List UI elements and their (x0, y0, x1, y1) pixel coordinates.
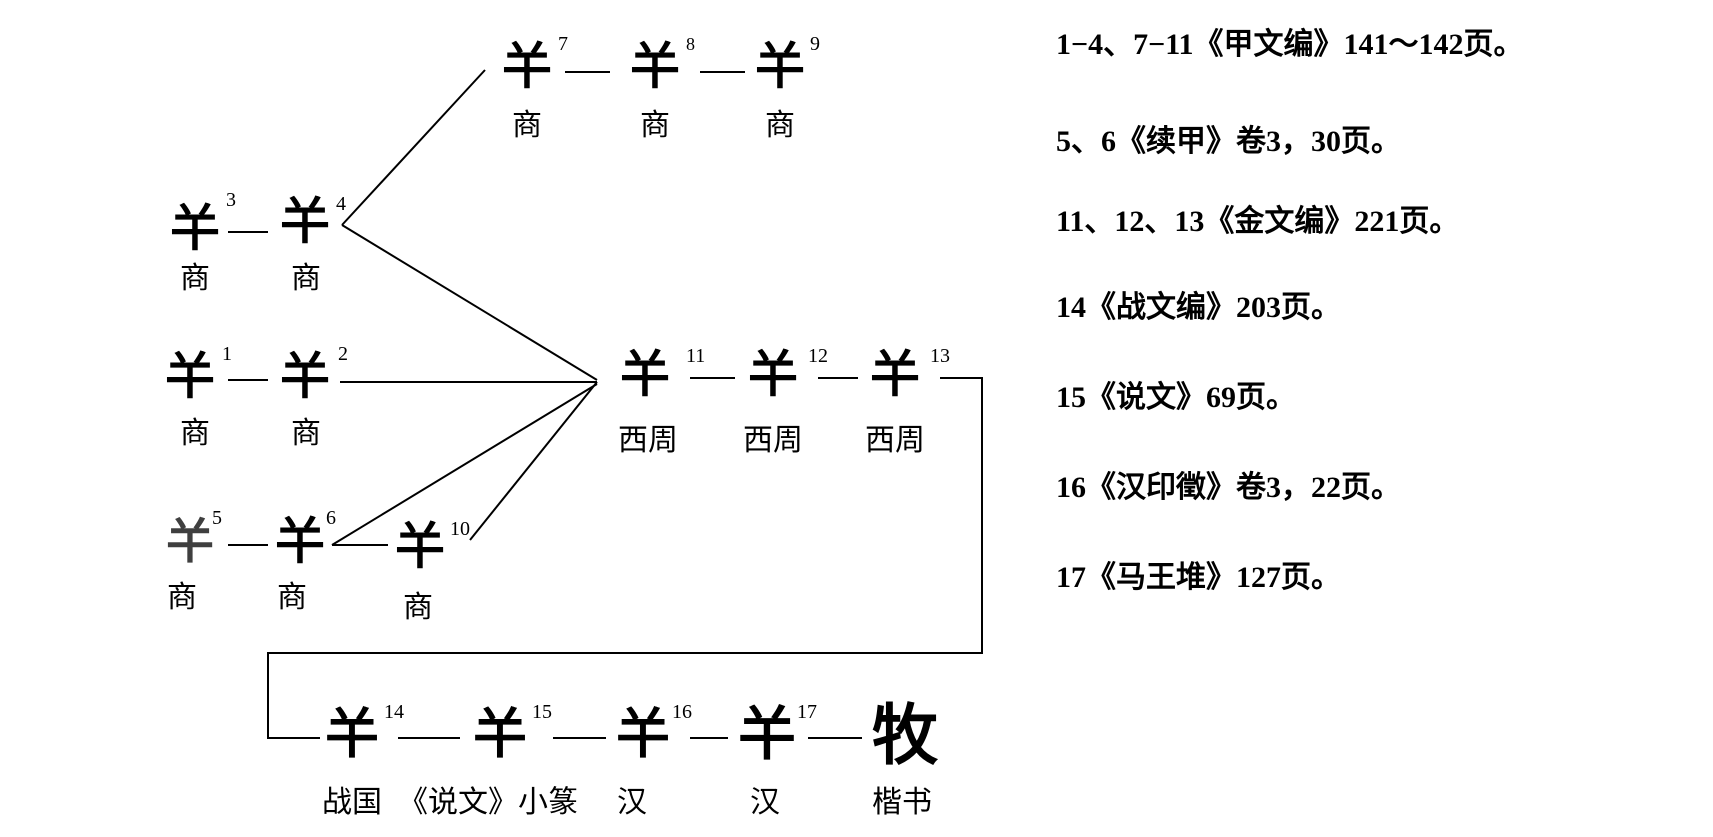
num-10: 10 (450, 518, 470, 540)
num-14: 14 (384, 701, 404, 723)
period-7: 商 (512, 108, 542, 143)
glyph-13: 𢆉 (870, 346, 920, 404)
period-2: 商 (291, 416, 321, 451)
glyph-6: 𢆉 (275, 513, 325, 571)
glyph-9: 𢆉 (755, 38, 805, 96)
connector-lines (228, 69, 983, 739)
node-15: 𢆉 15 《说文》小篆 (398, 701, 578, 820)
num-15: 15 (532, 701, 552, 723)
glyph-15: 𢆉 (473, 703, 527, 766)
glyph-1: 𢆉 (165, 348, 215, 406)
period-9: 商 (765, 108, 795, 143)
legend-line-2: 5、6《续甲》卷3，30页。 (1056, 125, 1401, 158)
period-15: 《说文》小篆 (398, 785, 578, 820)
node-17: 𢆉 17 汉 (738, 700, 817, 820)
legend-line-7: 17《马王堆》127页。 (1056, 561, 1341, 594)
glyph-5: 𢆉 (166, 514, 214, 570)
node-1: 𢆉 1 商 (165, 343, 232, 451)
period-8: 商 (640, 108, 670, 143)
node-3: 𢆉 3 商 (170, 189, 236, 296)
num-4: 4 (336, 193, 346, 215)
num-13: 13 (930, 345, 950, 367)
node-9: 𢆉 9 商 (755, 33, 820, 143)
glyph-17: 𢆉 (738, 700, 796, 768)
num-5: 5 (212, 507, 222, 529)
period-4: 商 (291, 261, 321, 296)
period-5: 商 (167, 580, 197, 615)
node-7: 𢆉 7 商 (502, 33, 568, 143)
node-2: 𢆉 2 商 (280, 343, 348, 451)
glyph-10: 𢆉 (395, 518, 445, 576)
glyph-kaishu: 牧 (872, 697, 939, 774)
num-11: 11 (686, 345, 705, 367)
node-16: 𢆉 16 汉 (616, 701, 692, 820)
num-3: 3 (226, 189, 236, 211)
num-8: 8 (686, 34, 695, 54)
connector-4-7 (341, 69, 486, 226)
node-14: 𢆉 14 战国 (322, 701, 404, 820)
glyph-11: 𢆉 (620, 346, 670, 404)
num-12: 12 (808, 345, 828, 367)
num-1: 1 (222, 343, 232, 365)
node-6: 𢆉 6 商 (275, 507, 336, 615)
connector-6-11 (331, 383, 598, 546)
glyph-14: 𢆉 (325, 703, 379, 766)
period-6: 商 (277, 580, 307, 615)
period-1: 商 (180, 416, 210, 451)
node-13: 𢆉 13 西周 (865, 345, 950, 458)
glyph-4: 𢆉 (280, 193, 330, 251)
connector-13-14 (267, 377, 983, 739)
node-4: 𢆉 4 商 (280, 193, 346, 297)
legend-line-4: 14《战文编》203页。 (1056, 291, 1341, 324)
period-3: 商 (180, 261, 210, 296)
connector-10-11 (469, 381, 598, 541)
period-13: 西周 (865, 423, 925, 458)
glyph-12: 𢆉 (748, 346, 798, 404)
num-9: 9 (810, 33, 820, 55)
glyph-7: 𢆉 (502, 38, 552, 96)
period-kaishu: 楷书 (872, 785, 932, 820)
num-16: 16 (672, 701, 692, 723)
period-17: 汉 (750, 785, 780, 820)
num-6: 6 (326, 507, 336, 529)
glyph-16: 𢆉 (616, 703, 670, 766)
num-2: 2 (338, 343, 348, 365)
connector-4-11 (341, 224, 598, 381)
glyph-2: 𢆉 (280, 348, 330, 406)
period-10: 商 (403, 590, 433, 625)
node-8: 𢆉 8 商 (630, 34, 695, 143)
period-14: 战国 (322, 785, 382, 820)
legend-line-6: 16《汉印徵》卷3，22页。 (1056, 471, 1401, 504)
period-12: 西周 (743, 423, 803, 458)
period-11: 西周 (618, 423, 678, 458)
glyph-3: 𢆉 (170, 200, 220, 258)
legend-line-5: 15《说文》69页。 (1056, 381, 1296, 414)
period-16: 汉 (617, 785, 647, 820)
node-kaishu: 牧 楷书 (872, 697, 939, 820)
node-12: 𢆉 12 西周 (743, 345, 828, 458)
legend-line-3: 11、12、13《金文编》221页。 (1056, 205, 1460, 238)
num-7: 7 (558, 33, 568, 55)
legend-line-1: 1−4、7−11《甲文编》141～142页。 (1056, 28, 1524, 61)
node-10: 𢆉 10 商 (395, 518, 470, 626)
glyph-8: 𢆉 (630, 38, 680, 96)
num-17: 17 (797, 701, 817, 723)
node-5: 𢆉 5 商 (166, 507, 222, 615)
node-11: 𢆉 11 西周 (618, 345, 705, 458)
